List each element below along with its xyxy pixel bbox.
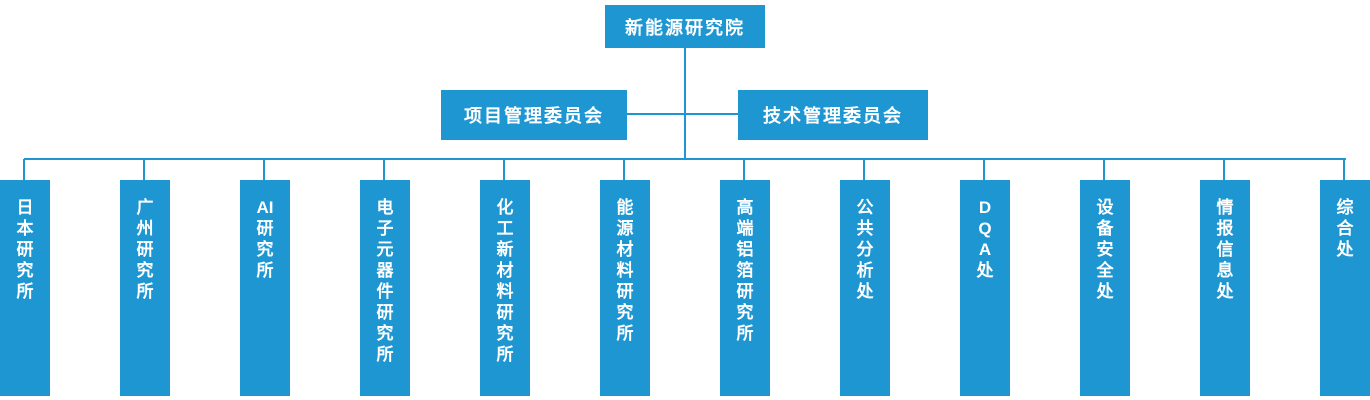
dept-label-line: 究 [736,303,754,322]
dept-label-line: D [978,198,992,217]
connector-committee-stub [627,113,738,115]
dept-label-line: 处 [1216,282,1234,301]
dept-label-line: 究 [16,261,34,280]
connector-distribution-line [24,158,1346,160]
dept-label-line: 端 [736,219,754,238]
dept-label-line: 元 [376,240,394,259]
dept-label-line: 研 [616,282,634,301]
dept-label-line: 箔 [736,261,754,280]
dept-label-line: 报 [1216,219,1234,238]
dept-label-line: 铝 [736,240,754,259]
committee-box-technology-management: 技术管理委员会 [738,90,928,140]
dept-label-line: 备 [1096,219,1114,238]
dept-label-line: 材 [496,261,514,280]
dept-label-line: 分 [856,240,874,259]
dept-box: 电子元器件研究所 [360,159,410,396]
dept-label-line: 州 [136,219,154,238]
dept-label-line: 研 [16,240,34,259]
dept-label-line: 析 [856,261,874,280]
dept-box: 情报信息处 [1200,159,1250,396]
dept-label-line: 全 [1096,261,1114,280]
dept-label-line: 电 [376,198,394,217]
dept-label-line: 公 [856,198,874,217]
dept-label-line: 研 [736,282,754,301]
dept-label-line: 化 [496,198,514,217]
dept-label-line: 所 [736,324,754,343]
dept-label-line: 所 [616,324,634,343]
dept-label-line: 安 [1096,240,1114,259]
dept-box: 能源材料研究所 [600,159,650,396]
dept-box: AI 研究所 [240,159,290,396]
dept-box: 化工新材料研究所 [480,159,530,396]
org-root-box: 新能源研究院 [605,5,765,48]
dept-label-line: 共 [856,219,874,238]
dept-label-line: 所 [16,282,34,301]
committee-label: 技术管理委员会 [763,106,903,126]
dept-label-line: 综 [1336,198,1354,217]
dept-label-line: 合 [1336,219,1354,238]
dept-label-line: 处 [1096,282,1114,301]
dept-label-line: 工 [496,219,514,238]
dept-label-line: 所 [496,345,514,364]
dept-box: 高端铝箔研究所 [720,159,770,396]
dept-label-line: 究 [616,303,634,322]
dept-label-line: 究 [376,324,394,343]
dept-box: 广州研究所 [120,159,170,396]
dept-label-line: 料 [496,282,514,301]
dept-label-line: 所 [376,345,394,364]
dept-label-line: A [978,240,992,259]
dept-label-line: 器 [376,261,394,280]
dept-box: 综合处 [1320,159,1370,396]
dept-label-line: 所 [136,282,154,301]
dept-box: 公共分析处 [840,159,890,396]
dept-box: 日本研究所 [0,159,50,396]
dept-label-line: 信 [1216,240,1234,259]
connector-root-drop [684,48,686,158]
dept-label-line: 研 [256,219,274,238]
dept-label-line: 件 [376,282,394,301]
dept-label-line: AI [256,198,274,217]
dept-label-line: 情 [1216,198,1234,217]
dept-label-line: 能 [616,198,634,217]
dept-label-line: 广 [136,198,154,217]
dept-label-line: 材 [616,240,634,259]
dept-label-line: 息 [1216,261,1234,280]
dept-label-line: 处 [1336,240,1354,259]
committee-box-project-management: 项目管理委员会 [441,90,627,140]
dept-box: 设备安全处 [1080,159,1130,396]
dept-label-line: 新 [496,240,514,259]
dept-label-line: 料 [616,261,634,280]
dept-label-line: 源 [616,219,634,238]
dept-label-line: 处 [976,261,994,280]
dept-label-line: Q [978,219,992,238]
dept-label-line: 设 [1096,198,1114,217]
dept-label-line: 究 [256,240,274,259]
dept-label-line: 研 [496,303,514,322]
dept-label-line: 究 [136,261,154,280]
committee-label: 项目管理委员会 [464,106,604,126]
dept-label-line: 本 [16,219,34,238]
dept-label-line: 究 [496,324,514,343]
dept-label-line: 处 [856,282,874,301]
dept-label-line: 研 [376,303,394,322]
dept-label-line: 研 [136,240,154,259]
dept-label-line: 所 [256,261,274,280]
dept-label-line: 日 [16,198,34,217]
dept-label-line: 高 [736,198,754,217]
org-root-label: 新能源研究院 [625,17,745,38]
dept-label-line: 子 [376,219,394,238]
